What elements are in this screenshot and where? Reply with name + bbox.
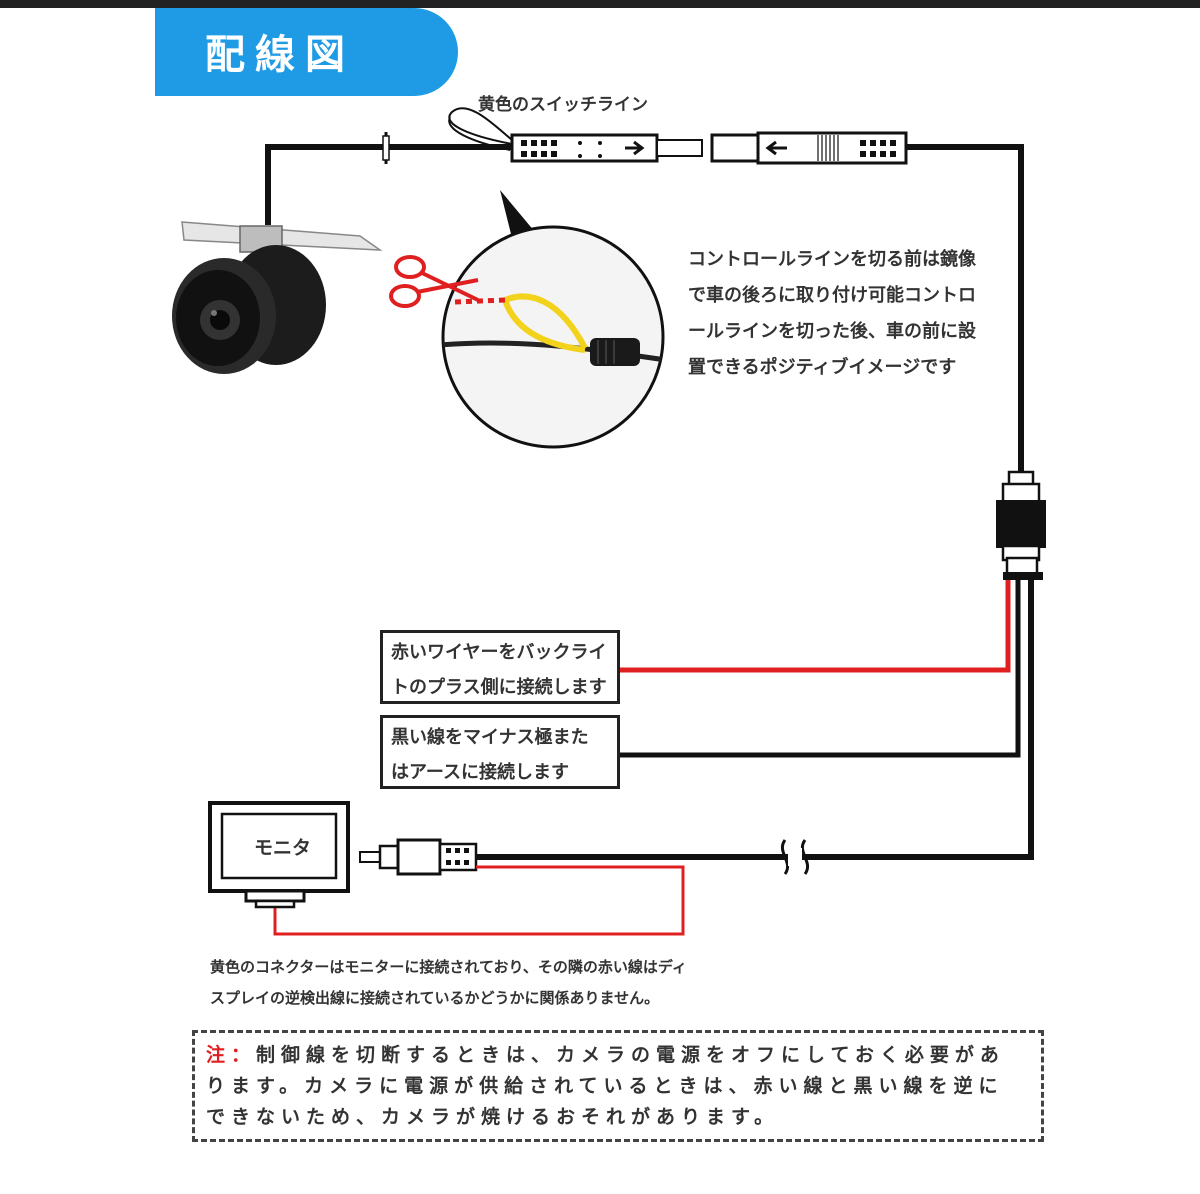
red-wire-text: トのプラス側に接続します [391,677,607,698]
description-line: ールラインを切った後、車の前に設 [688,321,976,342]
black-wire [620,580,1021,758]
connector-right [710,131,908,165]
caution-mark: 注： [206,1044,257,1066]
monitor-icon [208,801,350,909]
description-line: で車の後ろに取り付け可能コントロ [688,285,976,306]
title-banner [155,8,458,96]
caution-line: できないため、カメラが焼けるおそれがあります。 [206,1106,780,1128]
break-mark [780,839,810,875]
camera-icon [172,221,383,374]
arrow-right-icon [625,140,645,156]
rca-plug-icon [359,838,478,876]
connector-note-line: スプレイの逆検出線に接続されているかどうかに関係ありません。 [210,989,660,1007]
caution-text: 注：制御線を切断するときは、カメラの電源をオフにしておく必要があ ります。カメラ… [206,1040,1005,1133]
callout-pointer [500,190,535,238]
red-wire-box: 赤いワイヤーをバックライ トのプラス側に接続します [380,630,620,704]
zoom-circle [441,225,665,449]
black-wire-text: 黒い線をマイナス極また [391,727,589,748]
arrow-left-icon [765,140,787,156]
black-wire-box: 黒い線をマイナス極また はアースに接続します [380,715,620,789]
switch-loop [448,107,513,151]
connector-note: 黄色のコネクターはモニターに接続されており、その隣の赤い線はディ スプレイの逆検… [210,952,687,1014]
caution-line: ります。カメラに電源が供給されているときは、赤い線と黒い線を逆に [206,1075,1004,1097]
switch-line-label: 黄色のスイッチライン [478,95,648,115]
page-title: 配線図 [205,32,355,78]
control-line-description: コントロールラインを切る前は鏡像 で車の後ろに取り付け可能コントロ ールラインを… [688,242,1008,386]
description-line: コントロールラインを切る前は鏡像 [688,249,976,270]
connector-left [510,133,703,163]
red-wire-text: 赤いワイヤーをバックライ [391,642,607,663]
reverse-sense-wire [273,865,685,936]
connector-note-line: 黄色のコネクターはモニターに接続されており、その隣の赤い線はディ [210,958,687,976]
caution-line: 制御線を切断するときは、カメラの電源をオフにしておく必要があ [256,1044,1005,1066]
top-border [0,0,1200,8]
scissors-icon [389,255,479,308]
caution-box [192,1030,1044,1142]
video-wire [802,580,1034,860]
black-wire-text: はアースに接続します [391,762,570,783]
connector-icon [996,470,1046,580]
red-wire [620,580,1011,673]
description-line: 置できるポジティブイメージです [688,357,957,378]
monitor-label: モニタ [254,837,312,859]
camera-wire [265,132,1024,478]
